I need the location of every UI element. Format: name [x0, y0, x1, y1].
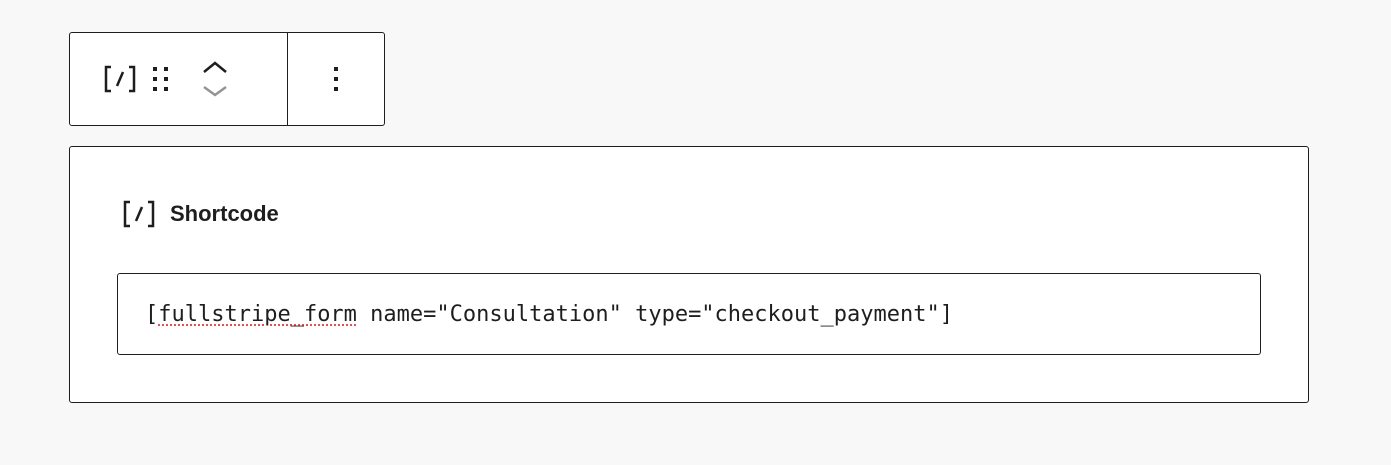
drag-handle-button[interactable]	[150, 55, 174, 103]
block-label: Shortcode	[122, 199, 279, 229]
drag-handle-icon	[153, 67, 168, 91]
shortcode-input[interactable]: [fullstripe_form name="Consultation" typ…	[117, 273, 1261, 355]
more-vertical-icon	[334, 67, 338, 91]
spellcheck-word: fullstripe_form	[158, 301, 357, 327]
toolbar-main-group	[70, 33, 288, 125]
shortcode-prefix: [	[145, 301, 159, 327]
chevron-up-icon	[203, 61, 227, 73]
block-label-text: Shortcode	[170, 201, 279, 226]
block-mover	[200, 55, 230, 103]
shortcode-suffix: name="Consultation" type="checkout_payme…	[356, 301, 953, 327]
move-down-button[interactable]	[200, 79, 230, 103]
block-type-button[interactable]	[98, 55, 142, 103]
toolbar-options-group	[288, 33, 384, 125]
shortcode-block[interactable]: Shortcode [fullstripe_form name="Consult…	[69, 146, 1309, 403]
block-toolbar	[69, 32, 385, 126]
move-up-button[interactable]	[200, 55, 230, 79]
options-button[interactable]	[316, 55, 356, 103]
chevron-down-icon	[203, 85, 227, 97]
shortcode-icon	[123, 200, 155, 228]
shortcode-icon	[104, 65, 136, 93]
